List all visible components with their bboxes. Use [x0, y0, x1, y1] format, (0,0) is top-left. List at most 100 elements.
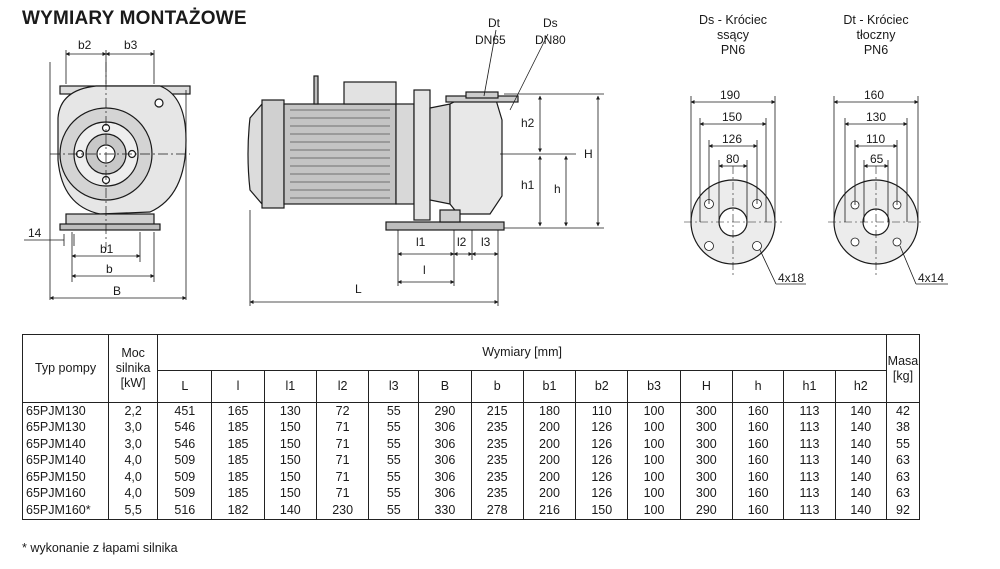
- header-type: Typ pompy: [21, 334, 110, 403]
- table-cell: 150: [263, 419, 317, 436]
- side-view-dimensions: [249, 29, 604, 306]
- table-cell: 113: [783, 436, 836, 453]
- table-cell: 38: [885, 419, 921, 436]
- table-cell: 71: [315, 485, 370, 502]
- flange-ds: [684, 96, 806, 285]
- table-cell: 451: [157, 402, 213, 420]
- header-dim-5: B: [418, 370, 472, 403]
- technical-drawing: b2 b3 14 b1 b B: [24, 16, 948, 306]
- flange-dt-caption: Dt - Króciec tłoczny PN6: [826, 13, 926, 58]
- table-cell: 235: [470, 419, 524, 436]
- table-cell: 160: [731, 436, 785, 453]
- table-cell: 55: [368, 452, 420, 469]
- header-dim-13: h2: [834, 370, 887, 403]
- table-cell: 300: [679, 485, 733, 502]
- table-cell: 55: [368, 419, 420, 436]
- table-cell: 185: [211, 469, 265, 486]
- table-cell: 185: [211, 485, 265, 502]
- table-cell: 113: [783, 419, 836, 436]
- table-cell: 100: [627, 469, 681, 486]
- label-14: 14: [28, 226, 42, 240]
- flange-dt-caption-line: tłoczny: [856, 28, 896, 42]
- label-l3: l3: [481, 235, 491, 249]
- label-l: l: [423, 263, 426, 277]
- table-cell: 150: [263, 452, 317, 469]
- table-cell: 200: [522, 436, 577, 453]
- table-cell: 55: [885, 436, 921, 453]
- table-cell: 113: [783, 502, 836, 520]
- table-cell: 140: [834, 419, 887, 436]
- table-cell: 71: [315, 469, 370, 486]
- flange-dt-dim-2: 110: [866, 132, 885, 146]
- table-cell: 150: [575, 502, 629, 520]
- flange-dt-caption-line: Dt - Króciec: [843, 13, 909, 27]
- table-cell: 290: [679, 502, 733, 520]
- table-cell: 300: [679, 452, 733, 469]
- table-cell: 3,0: [108, 419, 159, 436]
- table-cell: 546: [157, 436, 213, 453]
- page-title: WYMIARY MONTAŻOWE: [22, 8, 247, 29]
- header-dim-0: L: [157, 370, 213, 403]
- table-cell: 65PJM160*: [21, 502, 110, 520]
- flange-ds-caption: Ds - Króciec ssący PN6: [683, 13, 783, 58]
- table-cell: 300: [679, 419, 733, 436]
- table-cell: 55: [368, 485, 420, 502]
- table-cell: 72: [315, 402, 370, 420]
- label-b2: b2: [78, 38, 92, 52]
- flange-dt-dim-3: 65: [870, 152, 884, 166]
- table-cell: 216: [522, 502, 577, 520]
- header-dim-4: l3: [368, 370, 420, 403]
- table-cell: 100: [627, 485, 681, 502]
- table-cell: 200: [522, 452, 577, 469]
- footnote: * wykonanie z łapami silnika: [22, 541, 178, 555]
- table-cell: 71: [315, 419, 370, 436]
- label-H: H: [584, 147, 593, 161]
- header-dim-2: l1: [263, 370, 317, 403]
- header-dim-8: b2: [575, 370, 629, 403]
- table-cell: 63: [885, 469, 921, 486]
- header-dim-11: h: [731, 370, 785, 403]
- table-cell: 113: [783, 485, 836, 502]
- table-cell: 126: [575, 419, 629, 436]
- header-dim-3: l2: [315, 370, 370, 403]
- table-cell: 290: [418, 402, 472, 420]
- label-h1: h1: [521, 178, 535, 192]
- table-cell: 306: [418, 452, 472, 469]
- table-cell: 160: [731, 502, 785, 520]
- front-view: [50, 62, 191, 250]
- table-cell: 113: [783, 469, 836, 486]
- label-h2: h2: [521, 116, 535, 130]
- flange-dt-holes: 4x14: [918, 271, 944, 285]
- table-cell: 100: [627, 419, 681, 436]
- flange-ds-holes: 4x18: [778, 271, 804, 285]
- table-cell: 306: [418, 419, 472, 436]
- table-cell: 100: [627, 452, 681, 469]
- table-cell: 165: [211, 402, 265, 420]
- flange-dt-caption-line: PN6: [863, 43, 889, 57]
- table-cell: 100: [627, 402, 681, 420]
- table-cell: 3,0: [108, 436, 159, 453]
- table-cell: 113: [783, 452, 836, 469]
- table-cell: 100: [627, 502, 681, 520]
- table-cell: 185: [211, 436, 265, 453]
- table-cell: 278: [470, 502, 524, 520]
- front-view-dimensions: [24, 50, 187, 300]
- table-cell: 200: [522, 419, 577, 436]
- table-cell: 140: [834, 452, 887, 469]
- label-dn65: DN65: [475, 33, 506, 47]
- table-cell: 182: [211, 502, 265, 520]
- table-cell: 235: [470, 469, 524, 486]
- table-cell: 130: [263, 402, 317, 420]
- table-cell: 55: [368, 402, 420, 420]
- label-b3: b3: [124, 38, 138, 52]
- table-cell: 55: [368, 469, 420, 486]
- table-cell: 160: [731, 452, 785, 469]
- table-cell: 65PJM140: [21, 452, 110, 469]
- label-L: L: [355, 282, 362, 296]
- table-cell: 180: [522, 402, 577, 420]
- table-cell: 126: [575, 452, 629, 469]
- table-cell: 215: [470, 402, 524, 420]
